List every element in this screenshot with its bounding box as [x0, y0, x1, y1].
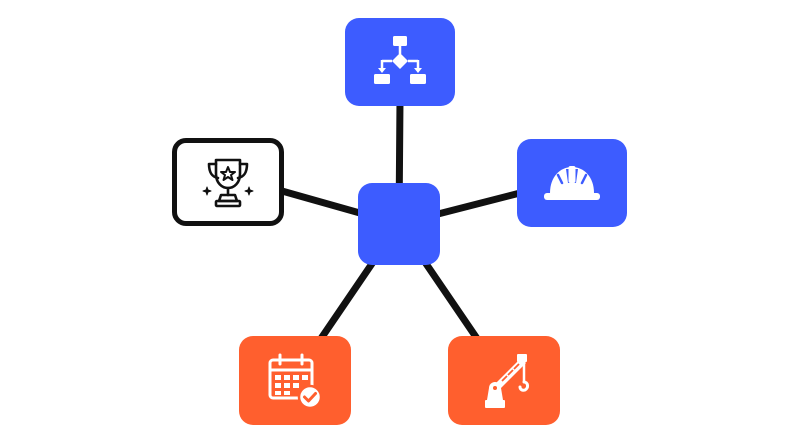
- flowchart-icon: [372, 34, 428, 90]
- helmet-node: [517, 139, 627, 227]
- crane-icon: [471, 348, 537, 414]
- hard-hat-icon: [540, 161, 604, 205]
- trophy-node: [172, 138, 284, 226]
- calendar-check-icon: [264, 350, 326, 412]
- hub-node: [358, 183, 440, 265]
- calendar-node: [239, 336, 351, 425]
- trophy-icon: [198, 152, 258, 212]
- flowchart-node: [345, 18, 455, 106]
- crane-node: [448, 336, 560, 425]
